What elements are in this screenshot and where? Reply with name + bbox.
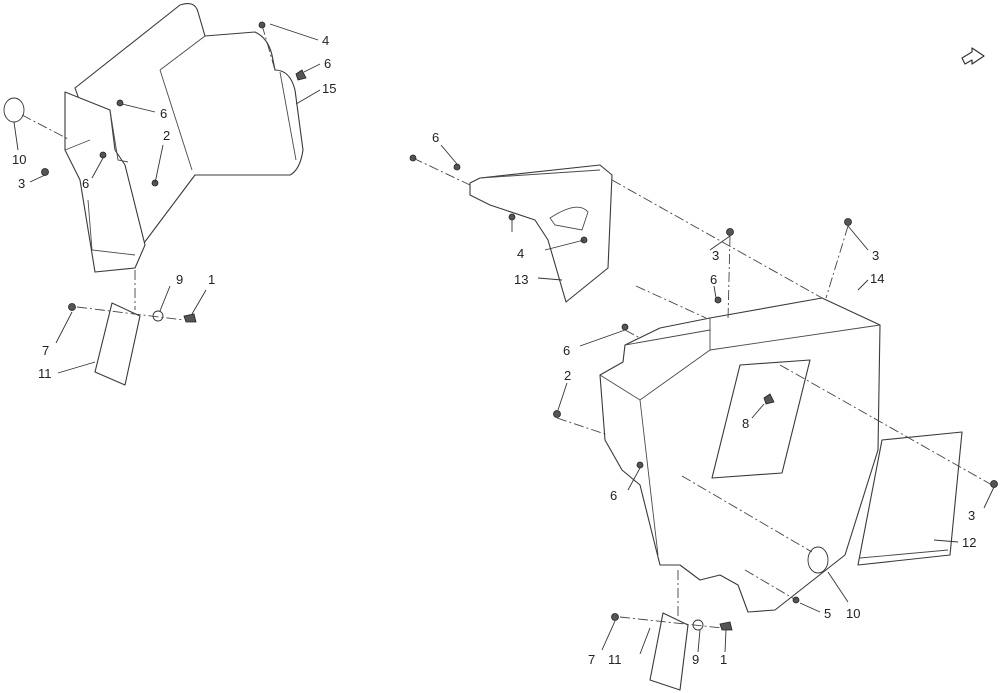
left-assembly	[3, 3, 321, 386]
callout-5: 5	[824, 606, 831, 621]
callout-13: 13	[514, 272, 528, 287]
callout-6-left-mid: 6	[160, 106, 167, 121]
callout-3-right-a: 3	[712, 248, 719, 263]
plug-part-10	[3, 97, 25, 123]
callout-15: 15	[322, 81, 336, 96]
callout-6-right-b: 6	[563, 343, 570, 358]
callout-6-right-top: 6	[432, 130, 439, 145]
window-part-8	[711, 359, 811, 479]
cover-part-12	[857, 431, 963, 566]
plate-part-11-left	[94, 302, 141, 386]
callout-8: 8	[742, 416, 749, 431]
callout-7-left: 7	[42, 343, 49, 358]
callout-3-left: 3	[18, 176, 25, 191]
callout-4-right: 4	[517, 246, 524, 261]
arrow-icon	[961, 47, 985, 65]
callout-9-left: 9	[176, 272, 183, 287]
callout-6-left-low: 6	[82, 176, 89, 191]
callout-10-right: 10	[846, 606, 860, 621]
callout-3-right-b: 3	[872, 248, 879, 263]
bolt-3-left	[41, 168, 49, 176]
callout-9-right: 9	[692, 652, 699, 667]
callout-11-right: 11	[608, 652, 622, 667]
callout-4-left: 4	[322, 33, 329, 48]
callout-12: 12	[962, 535, 976, 550]
side-panel-left	[64, 91, 146, 273]
callout-2-left: 2	[163, 128, 170, 143]
callout-6-right-c: 6	[610, 488, 617, 503]
callout-1-right: 1	[720, 652, 727, 667]
callout-6-right-a: 6	[710, 272, 717, 287]
plug-part-10-right	[807, 546, 829, 574]
callout-labels: 4 6 15 6 2 10 6 3 9 1 7 11 6 4 13 3 3 14…	[12, 33, 976, 667]
callout-7-right: 7	[588, 652, 595, 667]
callout-14: 14	[870, 271, 884, 286]
callout-2-right: 2	[564, 368, 571, 383]
callout-10-left: 10	[12, 152, 26, 167]
callout-11-left: 11	[38, 366, 52, 381]
plate-part-11-right	[649, 612, 689, 691]
callout-6-left-top: 6	[324, 56, 331, 71]
right-assembly	[409, 144, 998, 691]
callout-3-right-c: 3	[968, 508, 975, 523]
callout-1-left: 1	[208, 272, 215, 287]
bracket-part-13	[469, 164, 613, 303]
